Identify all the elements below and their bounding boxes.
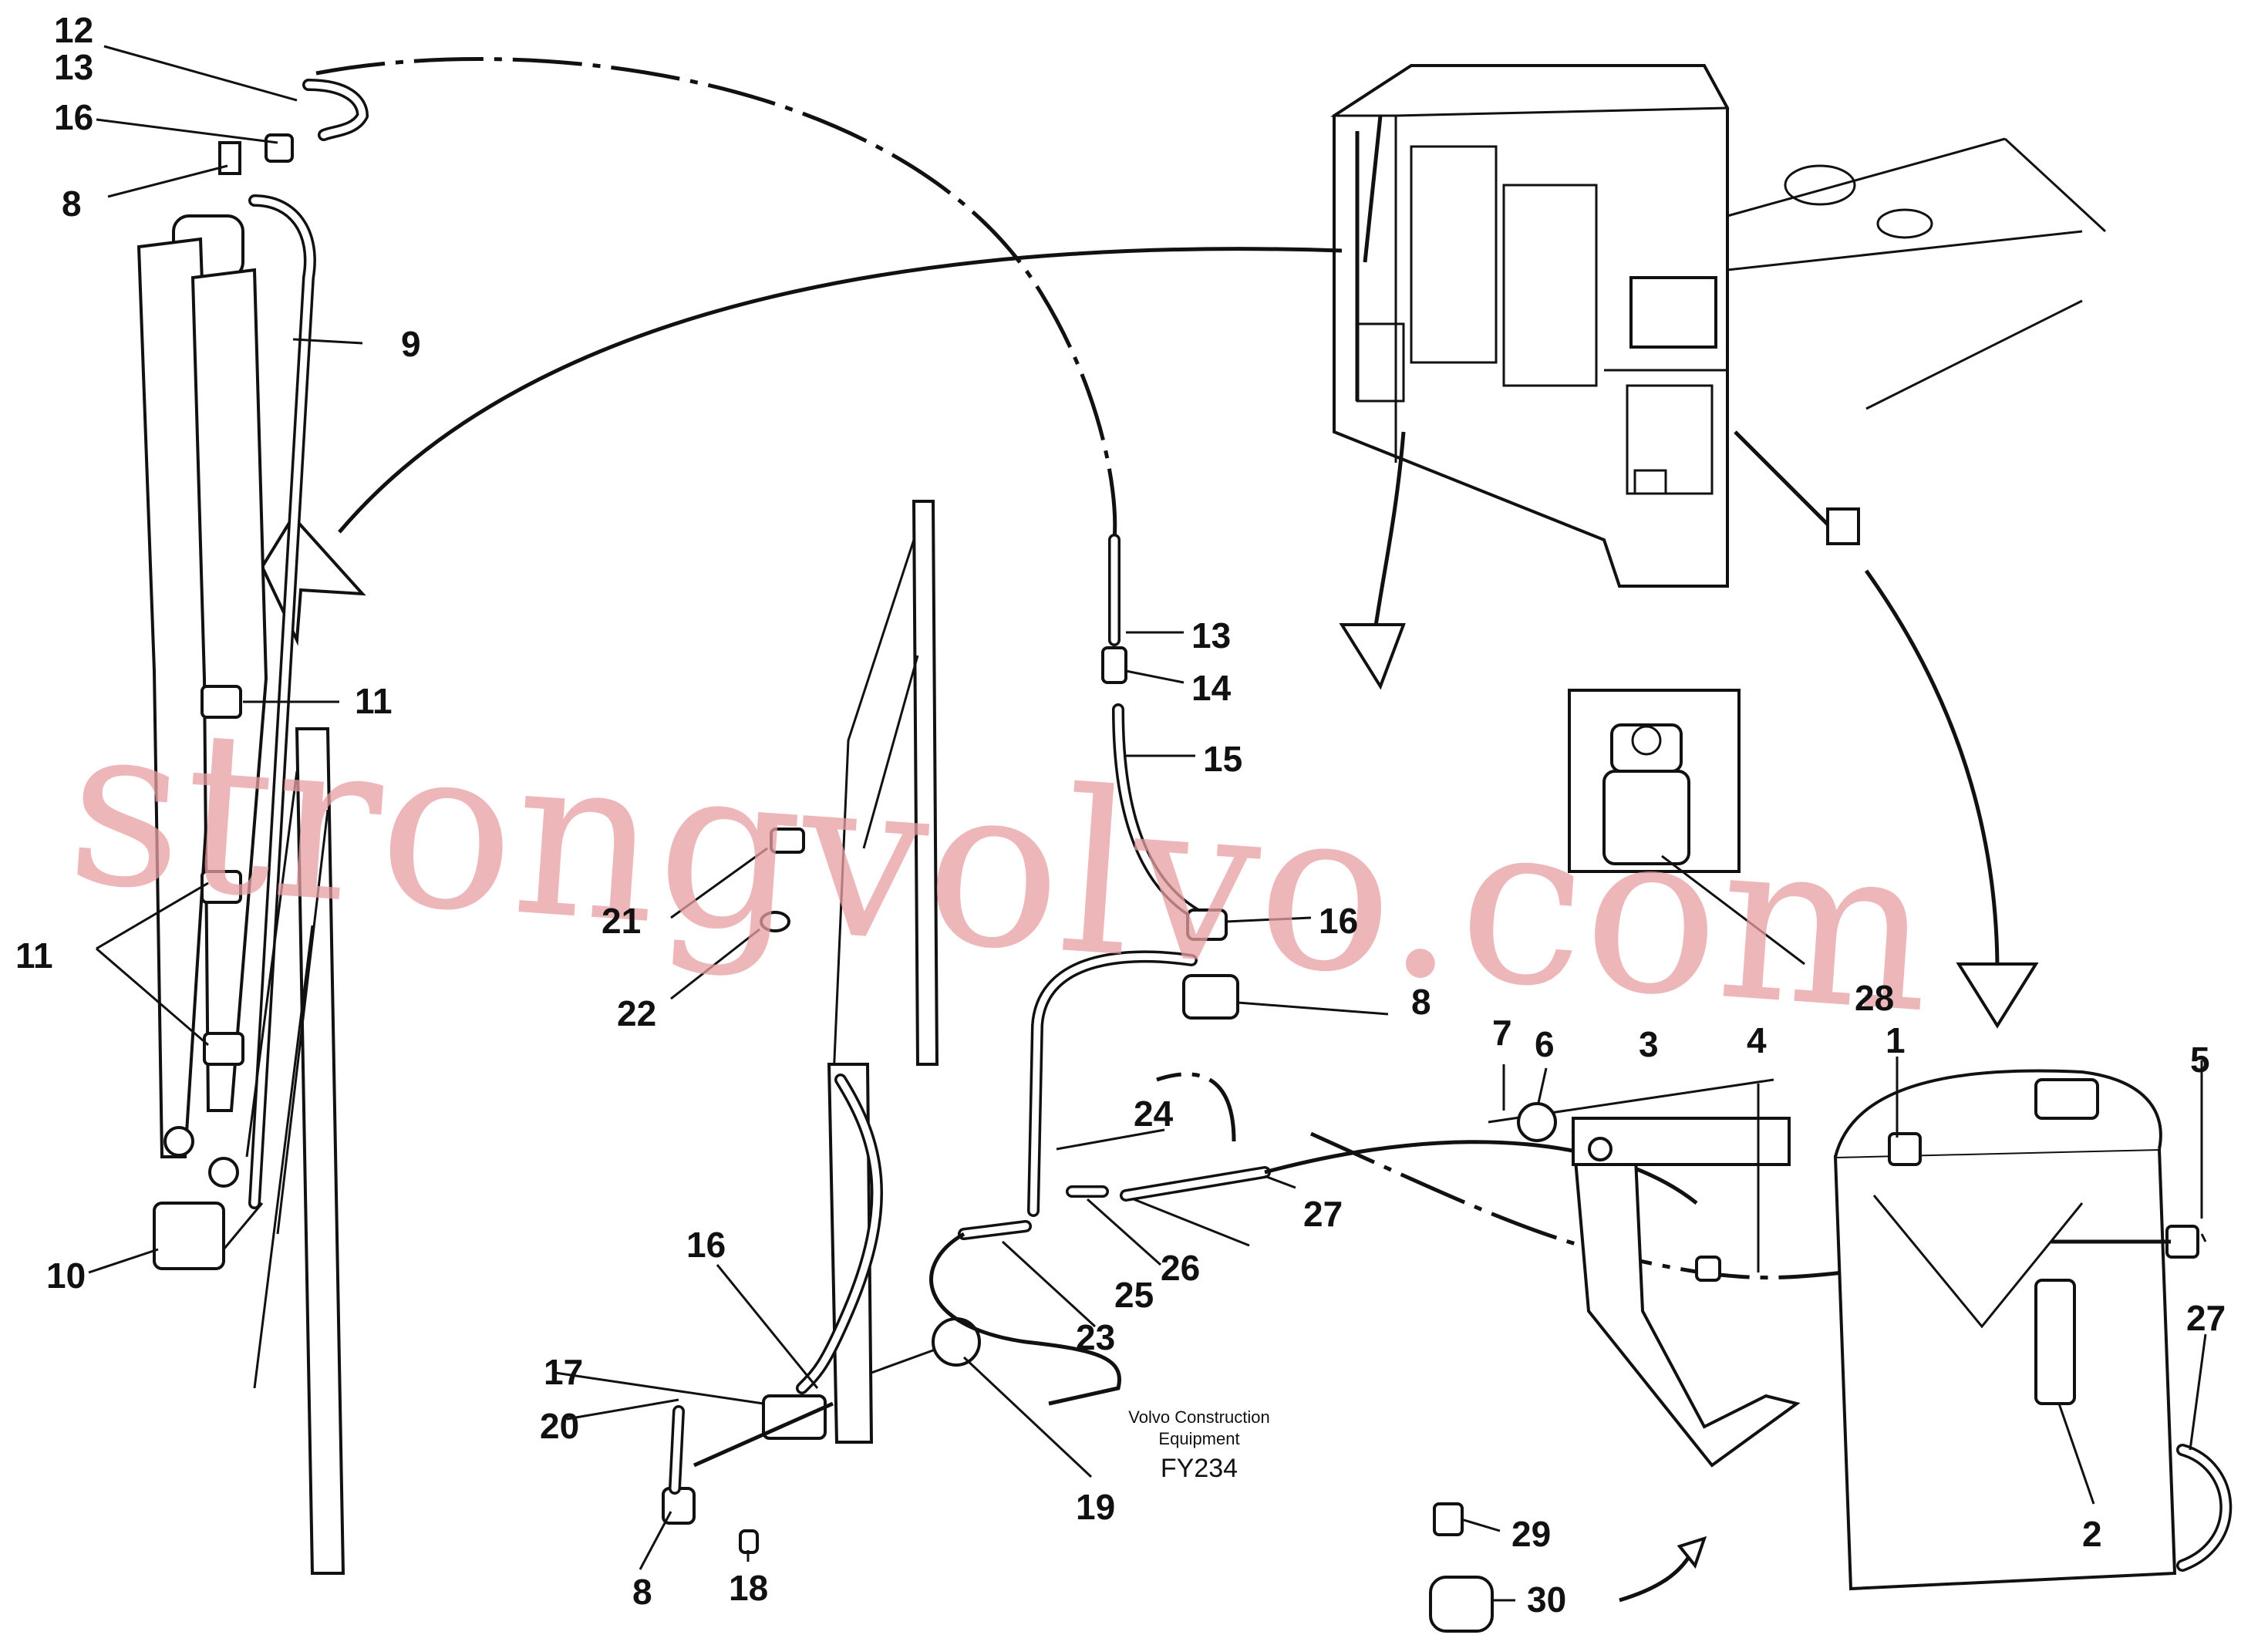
callout-8: 8 [632, 1572, 652, 1612]
callout-22: 22 [617, 993, 656, 1033]
caption-line2: Equipment [1158, 1429, 1239, 1448]
callout-4: 4 [1747, 1020, 1767, 1060]
callout-13: 13 [54, 47, 93, 87]
callout-19: 19 [1076, 1487, 1115, 1527]
callout-14: 14 [1191, 668, 1232, 708]
callout-18: 18 [729, 1568, 768, 1608]
centre-wiper-assembly [662, 500, 981, 1554]
callout-13: 13 [1191, 615, 1231, 656]
leader-lines [88, 45, 2207, 1602]
callout-21: 21 [602, 901, 641, 941]
inset-washer-fluid [1568, 689, 1741, 873]
callout-7: 7 [1492, 1013, 1512, 1053]
callout-10: 10 [46, 1256, 86, 1296]
callout-11: 11 [355, 681, 393, 721]
callout-9: 9 [401, 324, 421, 364]
hose-run [929, 534, 1698, 1406]
callout-16: 16 [686, 1225, 726, 1265]
callout-20: 20 [540, 1406, 579, 1446]
callout-6: 6 [1535, 1024, 1555, 1064]
callout-29: 29 [1511, 1514, 1551, 1554]
callout-8: 8 [62, 184, 82, 224]
callout-16: 16 [1319, 901, 1358, 941]
callout-8: 8 [1411, 982, 1431, 1022]
callout-30: 30 [1527, 1579, 1566, 1620]
callout-28: 28 [1855, 978, 1894, 1018]
callout-11: 11 [15, 935, 53, 976]
callout-17: 17 [544, 1352, 583, 1392]
callout-27: 27 [2186, 1298, 2226, 1338]
callout-5: 5 [2190, 1040, 2210, 1080]
reservoir-assembly [1429, 1069, 2233, 1633]
callout-25: 25 [1114, 1275, 1154, 1315]
left-wiper-assembly [136, 79, 369, 1575]
callout-15: 15 [1203, 739, 1242, 779]
callout-2: 2 [2082, 1514, 2102, 1554]
callout-23: 23 [1076, 1317, 1115, 1357]
callout-24: 24 [1134, 1094, 1174, 1134]
cab-illustration [1329, 64, 2107, 588]
callout-labels: 12 13 16 8 9 11 11 10 13 14 15 16 8 21 2… [15, 10, 2226, 1620]
caption-code: FY234 [1161, 1454, 1238, 1483]
callout-3: 3 [1639, 1024, 1659, 1064]
callout-16: 16 [54, 97, 93, 137]
caption-line1: Volvo Construction [1128, 1407, 1269, 1427]
callout-12: 12 [54, 10, 93, 50]
callout-26: 26 [1161, 1248, 1200, 1288]
callout-1: 1 [1886, 1020, 1906, 1060]
callout-27: 27 [1303, 1194, 1343, 1234]
